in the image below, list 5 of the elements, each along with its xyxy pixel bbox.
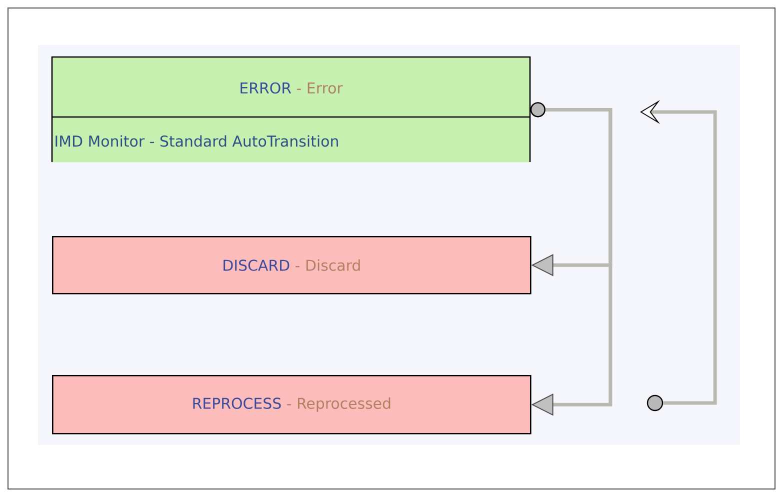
- arrow: [530, 102, 612, 416]
- state-box: DISCARD - Discard: [52, 236, 532, 294]
- start-dot: [646, 394, 664, 412]
- state-box: ERROR - Error IMD Monitor - Standard AutoTransition: [51, 56, 531, 162]
- state-box: REPROCESS - Reprocessed: [52, 375, 532, 434]
